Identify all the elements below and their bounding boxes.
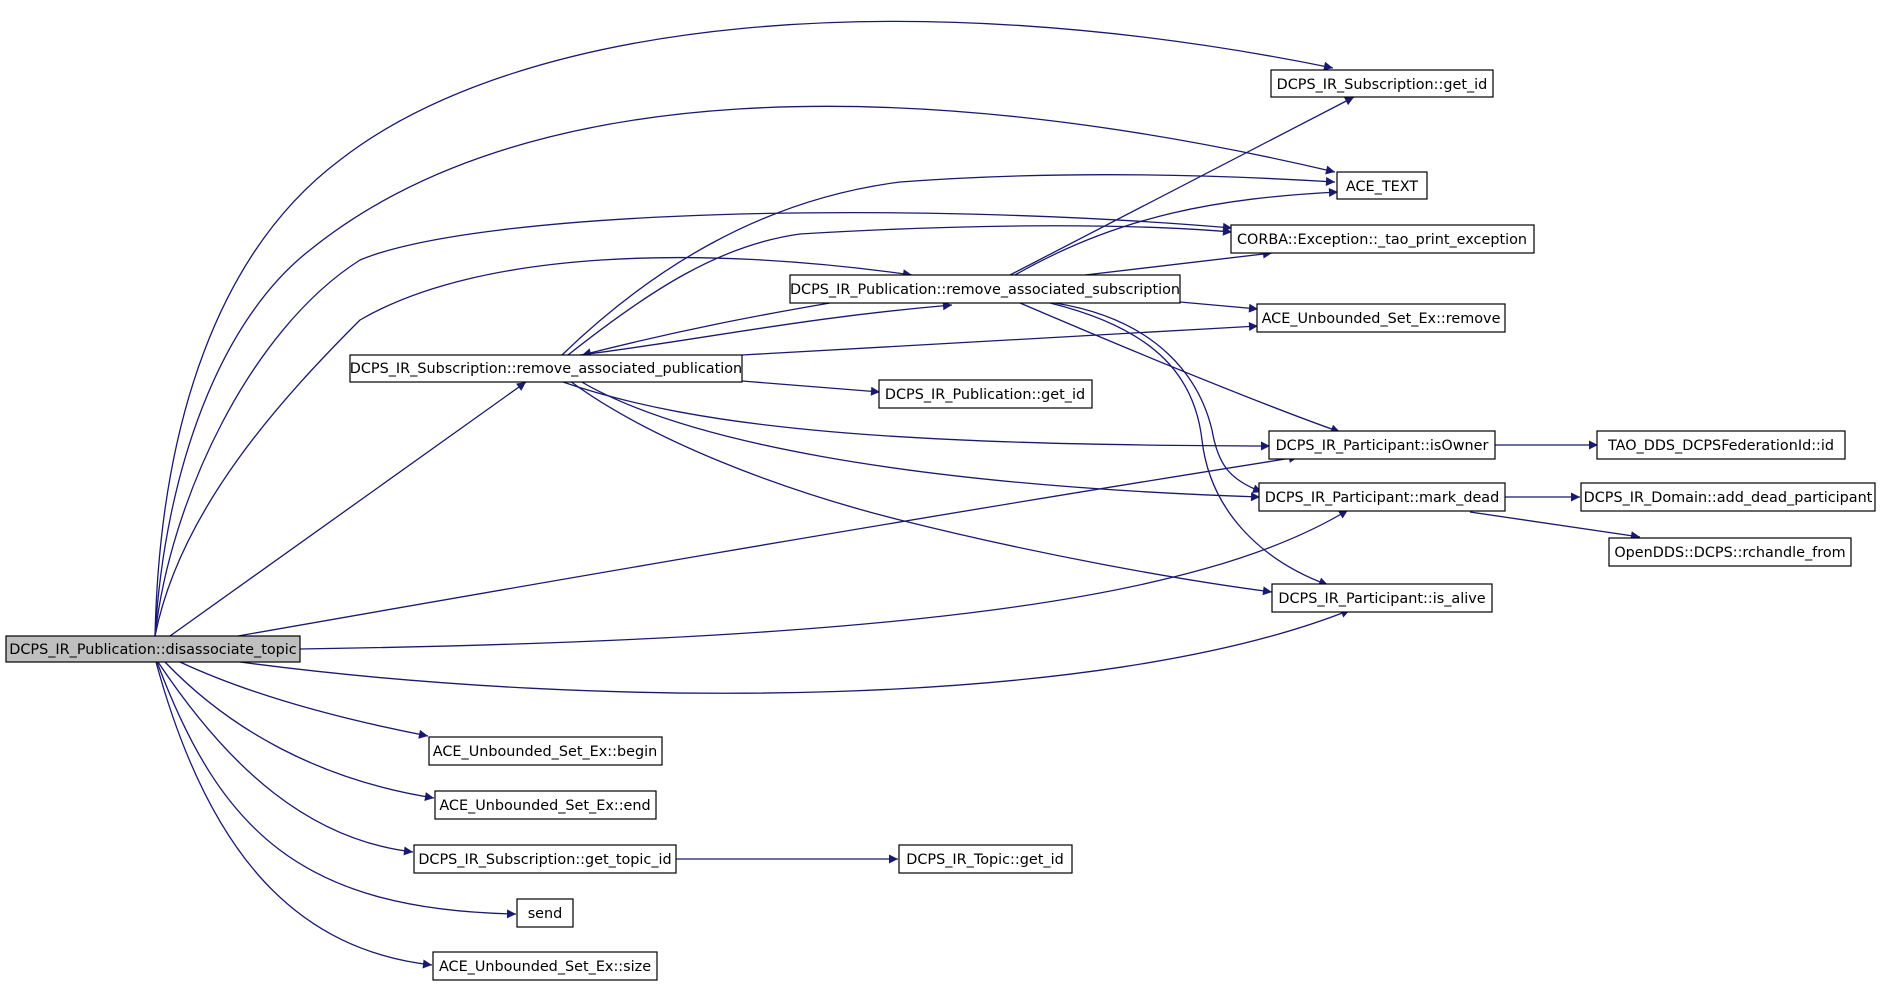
nodes: DCPS_IR_Publication::disassociate_topic … — [5, 69, 1876, 981]
edge-disassociate-to-mark-dead — [299, 509, 1349, 650]
node-label-corba-exception: CORBA::Exception::_tao_print_exception — [1237, 232, 1527, 248]
node-remove-associated-subscription[interactable]: DCPS_IR_Publication::remove_associated_s… — [789, 274, 1181, 304]
edge-remove-assoc-sub-to-ace-text — [1014, 187, 1339, 276]
node-label-subscription-get-id: DCPS_IR_Subscription::get_id — [1277, 77, 1488, 93]
edge-disassociate-to-remove-assoc-sub — [154, 256, 913, 637]
edge-disassociate-to-is-owner — [237, 453, 1299, 637]
edge-disassociate-to-remove-assoc-pub — [169, 381, 527, 637]
node-is-owner[interactable]: DCPS_IR_Participant::isOwner — [1268, 430, 1496, 460]
node-label-topic-get-id: DCPS_IR_Topic::get_id — [906, 852, 1063, 868]
node-send[interactable]: send — [516, 898, 574, 928]
edge-remove-assoc-sub-to-corba-exc — [1084, 249, 1273, 276]
node-publication-get-id[interactable]: DCPS_IR_Publication::get_id — [878, 379, 1093, 409]
edge-remove-assoc-sub-to-mark-dead — [1054, 302, 1263, 494]
node-ace-text[interactable]: ACE_TEXT — [1336, 171, 1428, 200]
node-rchandle-from[interactable]: OpenDDS::DCPS::rchandle_from — [1608, 537, 1852, 567]
node-label-remove-associated-publication: DCPS_IR_Subscription::remove_associated_… — [350, 361, 742, 377]
edge-disassociate-to-sub-get-id — [154, 20, 1334, 637]
node-set-size[interactable]: ACE_Unbounded_Set_Ex::size — [432, 951, 658, 981]
node-subscription-get-id[interactable]: DCPS_IR_Subscription::get_id — [1270, 69, 1494, 98]
edge-mark-dead-to-rchandle — [1469, 511, 1641, 541]
node-set-begin[interactable]: ACE_Unbounded_Set_Ex::begin — [428, 736, 663, 766]
edge-disassociate-to-set-size — [155, 661, 433, 969]
edges — [154, 20, 1641, 969]
node-label-get-topic-id: DCPS_IR_Subscription::get_topic_id — [418, 852, 671, 868]
node-federation-id[interactable]: TAO_DDS_DCPSFederationId::id — [1596, 430, 1846, 460]
edge-disassociate-to-get-topic-id — [157, 661, 414, 856]
node-label-federation-id: TAO_DDS_DCPSFederationId::id — [1607, 438, 1834, 454]
edge-remove-assoc-pub-to-is-owner — [559, 380, 1271, 451]
node-get-topic-id[interactable]: DCPS_IR_Subscription::get_topic_id — [413, 844, 677, 874]
node-label-is-alive: DCPS_IR_Participant::is_alive — [1278, 591, 1485, 607]
edge-disassociate-to-send — [156, 661, 517, 919]
edge-remove-assoc-pub-to-mark-dead — [579, 380, 1261, 502]
edge-remove-assoc-sub-to-is-owner — [1019, 302, 1341, 434]
edge-remove-assoc-sub-to-set-remove — [1179, 301, 1259, 313]
edge-remove-assoc-sub-to-is-alive — [1049, 302, 1329, 587]
node-set-remove[interactable]: ACE_Unbounded_Set_Ex::remove — [1256, 303, 1506, 333]
node-label-publication-get-id: DCPS_IR_Publication::get_id — [885, 387, 1085, 403]
node-disassociate-topic: DCPS_IR_Publication::disassociate_topic — [5, 635, 301, 663]
node-label-ace-text: ACE_TEXT — [1346, 179, 1418, 195]
node-set-end[interactable]: ACE_Unbounded_Set_Ex::end — [434, 790, 657, 820]
node-label-set-end: ACE_Unbounded_Set_Ex::end — [439, 798, 650, 814]
node-label-send: send — [528, 906, 563, 922]
node-label-disassociate-topic: DCPS_IR_Publication::disassociate_topic — [9, 642, 296, 658]
node-label-set-size: ACE_Unbounded_Set_Ex::size — [439, 959, 651, 975]
node-label-set-remove: ACE_Unbounded_Set_Ex::remove — [1262, 311, 1501, 327]
edge-remove-assoc-pub-to-corba-exc — [567, 225, 1233, 356]
node-corba-exception[interactable]: CORBA::Exception::_tao_print_exception — [1230, 224, 1535, 254]
node-label-remove-associated-subscription: DCPS_IR_Publication::remove_associated_s… — [790, 282, 1180, 298]
node-label-add-dead-participant: DCPS_IR_Domain::add_dead_participant — [1584, 490, 1873, 506]
edge-remove-assoc-pub-to-pub-get-id — [741, 380, 881, 396]
node-label-set-begin: ACE_Unbounded_Set_Ex::begin — [433, 744, 657, 760]
edge-remove-assoc-pub-to-set-remove — [741, 322, 1259, 356]
edge-disassociate-to-corba-exc — [154, 211, 1233, 637]
edge-disassociate-to-set-end — [164, 661, 435, 802]
edge-remove-assoc-sub-to-sub-get-id — [1009, 96, 1355, 276]
node-add-dead-participant[interactable]: DCPS_IR_Domain::add_dead_participant — [1580, 482, 1876, 512]
edge-disassociate-to-is-alive — [239, 609, 1351, 694]
edge-remove-assoc-pub-to-is-alive — [569, 380, 1273, 596]
node-mark-dead[interactable]: DCPS_IR_Participant::mark_dead — [1258, 482, 1506, 512]
node-remove-associated-publication[interactable]: DCPS_IR_Subscription::remove_associated_… — [349, 354, 743, 383]
edge-remove-assoc-sub-to-remove-assoc-pub — [581, 302, 831, 358]
edge-remove-assoc-pub-to-remove-assoc-sub — [579, 301, 953, 356]
node-label-mark-dead: DCPS_IR_Participant::mark_dead — [1265, 490, 1500, 506]
node-label-is-owner: DCPS_IR_Participant::isOwner — [1276, 438, 1489, 454]
edge-disassociate-to-set-begin — [179, 661, 429, 739]
node-is-alive[interactable]: DCPS_IR_Participant::is_alive — [1271, 583, 1493, 613]
node-topic-get-id[interactable]: DCPS_IR_Topic::get_id — [898, 844, 1073, 874]
node-label-rchandle-from: OpenDDS::DCPS::rchandle_from — [1614, 545, 1845, 561]
edge-disassociate-to-ace-text — [154, 105, 1336, 637]
edge-remove-assoc-pub-to-ace-text — [561, 174, 1336, 356]
